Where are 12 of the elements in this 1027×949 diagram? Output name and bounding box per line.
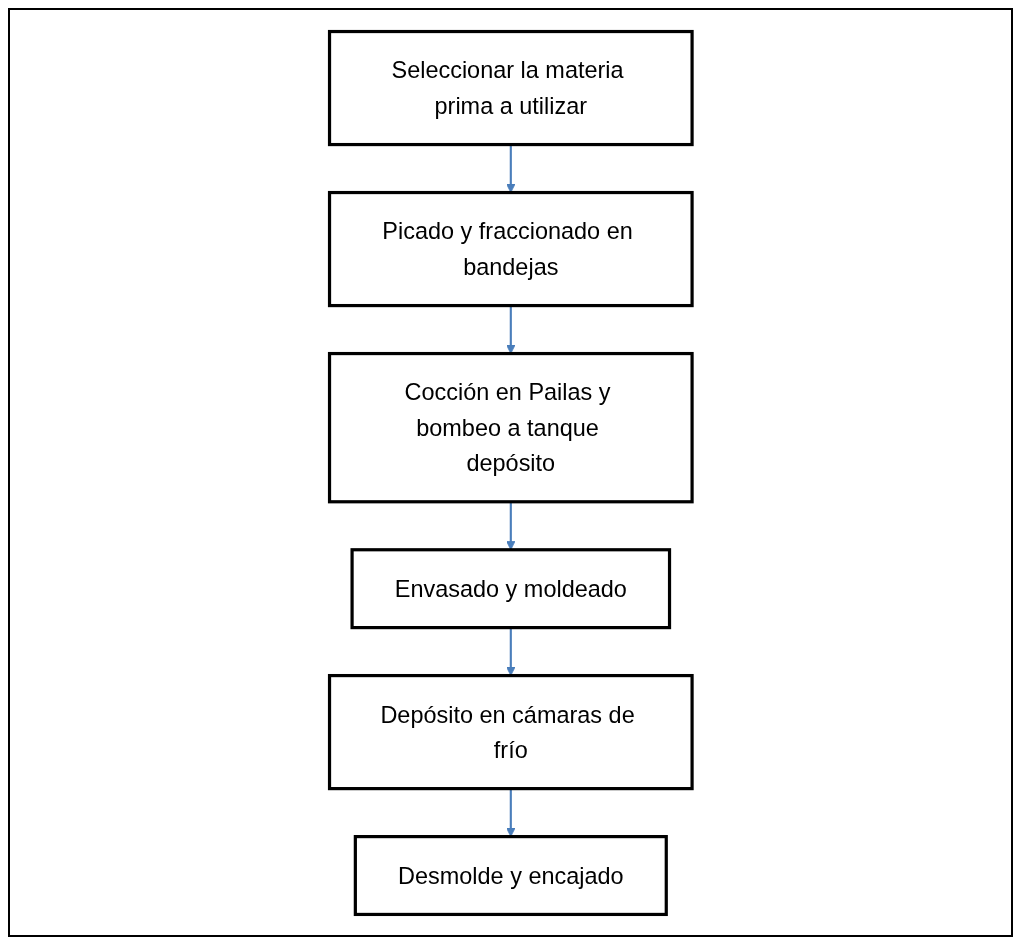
- arrow: [505, 305, 516, 354]
- arrow: [505, 144, 516, 193]
- node-box: [327, 190, 694, 307]
- node-box: [350, 547, 671, 629]
- arrow: [505, 788, 516, 837]
- node-box: [353, 834, 668, 916]
- arrow: [505, 627, 516, 676]
- node-box: [327, 29, 694, 146]
- node-box: [327, 351, 694, 503]
- diagram-frame: Seleccionar la materia prima a utilizar Picado y fraccionado en bandejas Cocción en Pailas y bombeo a tanque depósito Envasado y moldeado Depósito en cámaras de frío Desmolde y encajado: [8, 8, 1013, 937]
- arrow: [505, 501, 516, 550]
- node-box: [327, 673, 694, 790]
